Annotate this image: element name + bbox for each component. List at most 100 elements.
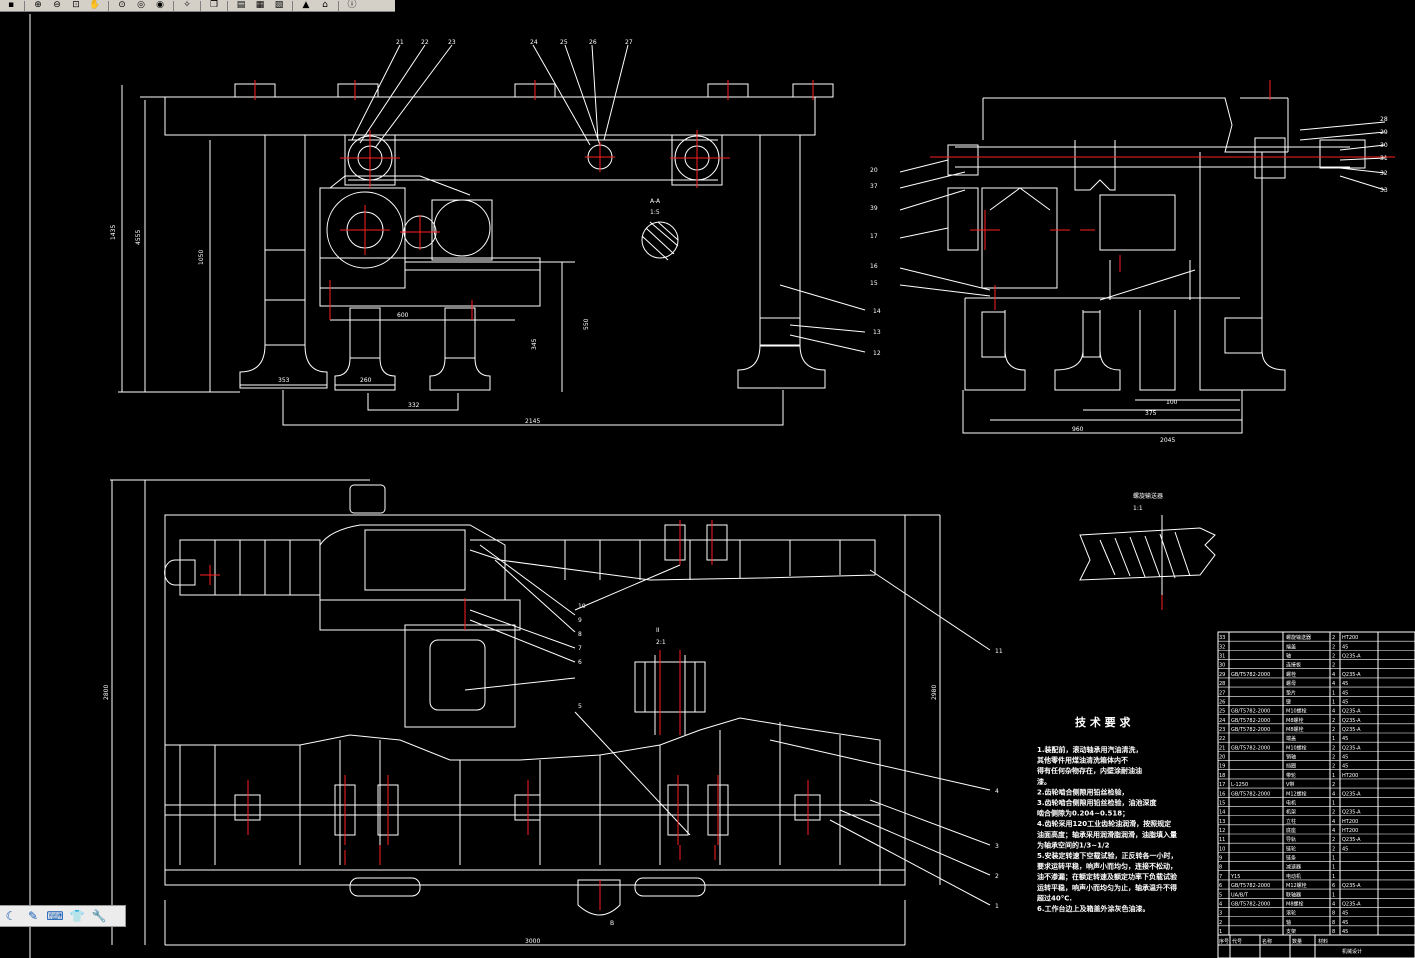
callout-12: 12 bbox=[873, 350, 881, 357]
callout-10: 10 bbox=[578, 603, 586, 610]
bom-cell: 联轴器 bbox=[1286, 891, 1301, 898]
bom-cell: GB/T5782-2000 bbox=[1231, 709, 1270, 715]
bom-cell: 底座 bbox=[1286, 827, 1296, 834]
bom-footer-no: 序号 bbox=[1219, 938, 1229, 945]
highlight-icon[interactable]: ✧ bbox=[183, 0, 191, 10]
dim-3000: 3000 bbox=[525, 938, 540, 945]
center-marks bbox=[200, 80, 1395, 910]
bom-cell: 导轨 bbox=[1286, 836, 1296, 843]
tech-line: 3.齿轮啮合侧隙用铅丝检验，油池深度 bbox=[1037, 798, 1158, 807]
keyboard-icon[interactable]: ⌨ bbox=[46, 909, 64, 923]
bom-cell: 1 bbox=[1332, 699, 1335, 705]
bom-cell: 45 bbox=[1342, 690, 1348, 696]
toolbar-separator bbox=[292, 0, 293, 11]
bom-cell: 16 bbox=[1219, 791, 1225, 797]
callout-8: 8 bbox=[578, 631, 582, 638]
tech-line: 超过40°C. bbox=[1037, 893, 1072, 902]
drawing-canvas[interactable]: 21 22 23 24 25 26 27 14 13 12 1435 2145 … bbox=[0, 12, 1415, 958]
dim-1435: 1435 bbox=[110, 225, 117, 240]
dim-2145: 2145 bbox=[525, 418, 540, 425]
tech-line: 2.齿轮啮合侧隙用铅丝检验， bbox=[1037, 787, 1129, 796]
bom-cell: 1 bbox=[1219, 929, 1222, 935]
motor-plan bbox=[429, 639, 486, 711]
tool-palette-icon[interactable]: ▧ bbox=[274, 0, 284, 10]
help-icon[interactable]: ⓘ bbox=[347, 0, 357, 10]
bom-cell: 2 bbox=[1332, 782, 1335, 788]
tech-line: 4.齿轮采用120工业齿轮油润滑，按照规定 bbox=[1037, 819, 1171, 828]
cad-toolbar: ▪ ⊕ ⊖ ⊡ ✋ ⊙ ◎ ◉ ✧ ❐ ▤ ▦ ▧ ▲ ⌂ ⓘ bbox=[0, 0, 395, 12]
pan-icon[interactable]: ✋ bbox=[89, 0, 101, 10]
bom-footer: 序号 代号 名称 数量 材料 机械设计 bbox=[1219, 938, 1362, 955]
tech-requirements: 技 术 要 求 1.装配前，滚动轴承用汽油清洗， 其他零件用煤油清洗箱体内不得有任… bbox=[1036, 715, 1178, 913]
zoom-out-icon[interactable]: ⊖ bbox=[53, 0, 61, 10]
dim-332: 332 bbox=[408, 402, 420, 409]
bom-cell: 电机 bbox=[1286, 799, 1296, 806]
layers-icon[interactable]: ❐ bbox=[209, 0, 219, 10]
bom-cell: 15 bbox=[1219, 800, 1225, 806]
bom-footer-name: 名称 bbox=[1262, 938, 1272, 945]
bom-cell: 29 bbox=[1219, 672, 1225, 678]
zoom-window-icon[interactable]: ⊡ bbox=[72, 0, 80, 10]
cad-drawing: 21 22 23 24 25 26 27 14 13 12 1435 2145 … bbox=[29, 14, 1415, 958]
tech-line: 1.装配前，滚动轴承用汽油清洗， bbox=[1037, 745, 1143, 754]
bom-cell: L-1250 bbox=[1231, 782, 1248, 788]
bom-cell: 18 bbox=[1219, 773, 1225, 779]
wrench-icon[interactable]: 🔧 bbox=[91, 909, 107, 923]
tool-icon[interactable]: ✎ bbox=[27, 909, 39, 923]
bom-cell: HT200 bbox=[1342, 773, 1358, 779]
bom-cell: 8 bbox=[1219, 865, 1222, 871]
bom-cell: M10螺栓 bbox=[1286, 744, 1307, 751]
bom-cell: GB/T5782-2000 bbox=[1231, 791, 1270, 797]
callout-5: 5 bbox=[578, 703, 582, 710]
bom-cell: 链条 bbox=[1286, 855, 1296, 862]
dim-260: 260 bbox=[360, 377, 372, 384]
bom-cell: 45 bbox=[1342, 920, 1348, 926]
sheet-icon[interactable]: ▲ bbox=[302, 0, 310, 10]
bom-cell: Q235-A bbox=[1342, 883, 1361, 889]
bom-cell: 螺栓 bbox=[1286, 671, 1296, 678]
save-icon[interactable]: ▪ bbox=[7, 0, 15, 10]
orbit-icon[interactable]: ◉ bbox=[156, 0, 164, 10]
bom-cell: 13 bbox=[1219, 819, 1225, 825]
bom-cell: 9 bbox=[1219, 856, 1222, 862]
design-center-icon[interactable]: ▦ bbox=[255, 0, 265, 10]
zoom-realtime-icon[interactable]: ⊙ bbox=[118, 0, 126, 10]
bom-cell: 2 bbox=[1332, 810, 1335, 816]
toolbar-separator bbox=[227, 0, 228, 11]
bom-cell: 28 bbox=[1219, 681, 1225, 687]
detail-scale: 1:1 bbox=[1133, 505, 1143, 512]
floating-toolbar: ☾ ✎ ⌨ 👕 🔧 bbox=[0, 905, 126, 927]
dim-100: 100 bbox=[1166, 399, 1178, 406]
dim-1050: 1050 bbox=[198, 250, 205, 265]
bom-cell: Q235-A bbox=[1342, 709, 1361, 715]
zoom-in-icon[interactable]: ⊕ bbox=[34, 0, 42, 10]
callout-15: 15 bbox=[870, 280, 878, 287]
home-icon[interactable]: ⌂ bbox=[322, 0, 328, 10]
bom-cell: 4 bbox=[1332, 681, 1335, 687]
bom-cell: 1 bbox=[1332, 892, 1335, 898]
tech-line: 要求运转平稳，响声小而均匀，连接不松动， bbox=[1037, 862, 1177, 871]
tech-line: 其他零件用煤油清洗箱体内不 bbox=[1037, 756, 1128, 765]
detail-ii-scale: 2:1 bbox=[656, 639, 666, 646]
callout-30: 30 bbox=[1380, 142, 1388, 149]
moon-icon[interactable]: ☾ bbox=[5, 909, 17, 923]
bom-cell: 45 bbox=[1342, 929, 1348, 935]
zoom-previous-icon[interactable]: ◎ bbox=[137, 0, 145, 10]
properties-icon[interactable]: ▤ bbox=[236, 0, 246, 10]
section-aa-label: A-A bbox=[650, 198, 661, 205]
bom-cell: 45 bbox=[1342, 699, 1348, 705]
bom-cell: 4 bbox=[1332, 672, 1335, 678]
tech-line: 得有任何杂物存在，内壁涂耐油油 bbox=[1036, 766, 1142, 775]
motor-top-plan bbox=[349, 484, 386, 514]
bom-cell: 1 bbox=[1332, 865, 1335, 871]
bom-cell: 挡圈 bbox=[1286, 763, 1296, 770]
toolbar-separator bbox=[108, 0, 109, 11]
bom-cell: Q235-A bbox=[1342, 791, 1361, 797]
detail-view bbox=[1079, 515, 1216, 605]
tech-title: 技 术 要 求 bbox=[1075, 715, 1131, 729]
bom-cell: 2 bbox=[1332, 718, 1335, 724]
shirt-icon[interactable]: 👕 bbox=[69, 909, 85, 923]
bom-cell: M8螺栓 bbox=[1286, 900, 1304, 907]
detail-ii-label: II bbox=[656, 627, 660, 634]
